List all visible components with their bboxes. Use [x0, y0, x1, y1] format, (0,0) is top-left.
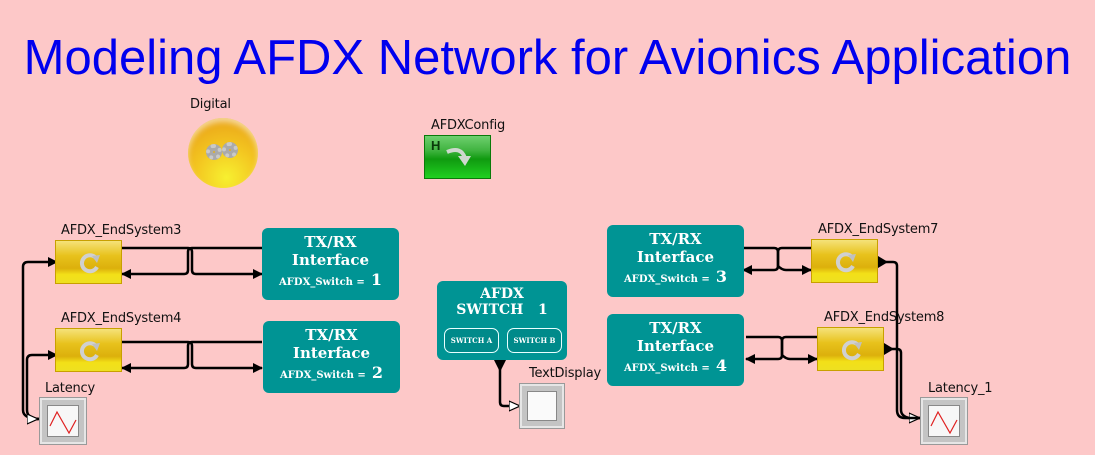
switch-b-button[interactable]: SWITCH B [507, 328, 562, 353]
switch-param-label: AFDX_Switch = [624, 274, 710, 285]
txrx-title: TX/RX [304, 233, 357, 251]
switch-title: AFDX [480, 286, 524, 302]
digital-label: Digital [190, 97, 231, 112]
txrx-subtitle: Interface [636, 337, 715, 355]
txrx-subtitle: Interface [291, 251, 370, 269]
txrx-title: TX/RX [649, 230, 702, 248]
es7-label: AFDX_EndSystem7 [818, 222, 939, 237]
refresh-icon [79, 341, 100, 362]
text-display-block[interactable] [519, 383, 565, 429]
es3-label: AFDX_EndSystem3 [61, 223, 182, 238]
refresh-icon [835, 252, 856, 273]
gear-icon [206, 144, 222, 160]
end-system-7[interactable] [811, 239, 878, 283]
sine-wave-icon [930, 410, 958, 435]
text-display-screen [527, 391, 557, 421]
page-title: Modeling AFDX Network for Avionics Appli… [23, 31, 1072, 85]
txrx-interface-3[interactable]: TX/RX Interface AFDX_Switch = 3 [607, 225, 744, 297]
switch-a-button[interactable]: SWITCH A [444, 328, 499, 353]
refresh-icon [841, 340, 862, 361]
txrx-interface-1[interactable]: TX/RX Interface AFDX_Switch = 1 [262, 228, 399, 300]
switch-param-value: 4 [715, 356, 727, 375]
end-system-3[interactable] [55, 240, 122, 284]
txrx-title: TX/RX [305, 326, 358, 344]
refresh-icon [79, 253, 100, 274]
latency-scope[interactable] [39, 397, 87, 445]
text-display-label: TextDisplay [529, 366, 602, 381]
config-label: AFDXConfig [431, 118, 506, 133]
sine-wave-icon [49, 410, 77, 435]
end-system-8[interactable] [817, 327, 884, 371]
gear-icon [222, 142, 238, 158]
switch-param-label: AFDX_Switch = [624, 363, 710, 374]
config-h-icon: H [431, 138, 441, 153]
switch-param-label: AFDX_Switch = [279, 277, 365, 288]
switch-param-value: 2 [371, 363, 383, 382]
latency-1-label: Latency_1 [928, 381, 993, 396]
txrx-subtitle: Interface [636, 248, 715, 266]
switch-subtitle: SWITCH 1 [456, 302, 548, 318]
end-system-4[interactable] [55, 328, 122, 372]
afdx-config-block[interactable]: H [424, 135, 491, 179]
switch-param-label: AFDX_Switch = [280, 370, 366, 381]
latency-label: Latency [45, 381, 95, 396]
latency-1-scope[interactable] [920, 397, 968, 445]
txrx-subtitle: Interface [292, 344, 371, 362]
es8-label: AFDX_EndSystem8 [824, 310, 945, 325]
scope-screen [47, 405, 79, 437]
digital-block[interactable] [188, 118, 258, 188]
switch-param-value: 3 [715, 267, 727, 286]
curved-arrow-icon [446, 148, 471, 166]
txrx-interface-4[interactable]: TX/RX Interface AFDX_Switch = 4 [607, 314, 744, 386]
es4-label: AFDX_EndSystem4 [61, 311, 182, 326]
txrx-title: TX/RX [649, 319, 702, 337]
scope-screen [928, 405, 960, 437]
txrx-interface-2[interactable]: TX/RX Interface AFDX_Switch = 2 [263, 321, 400, 393]
switch-param-value: 1 [370, 270, 382, 289]
afdx-switch-block[interactable]: AFDX SWITCH 1 SWITCH A SWITCH B [437, 281, 567, 360]
